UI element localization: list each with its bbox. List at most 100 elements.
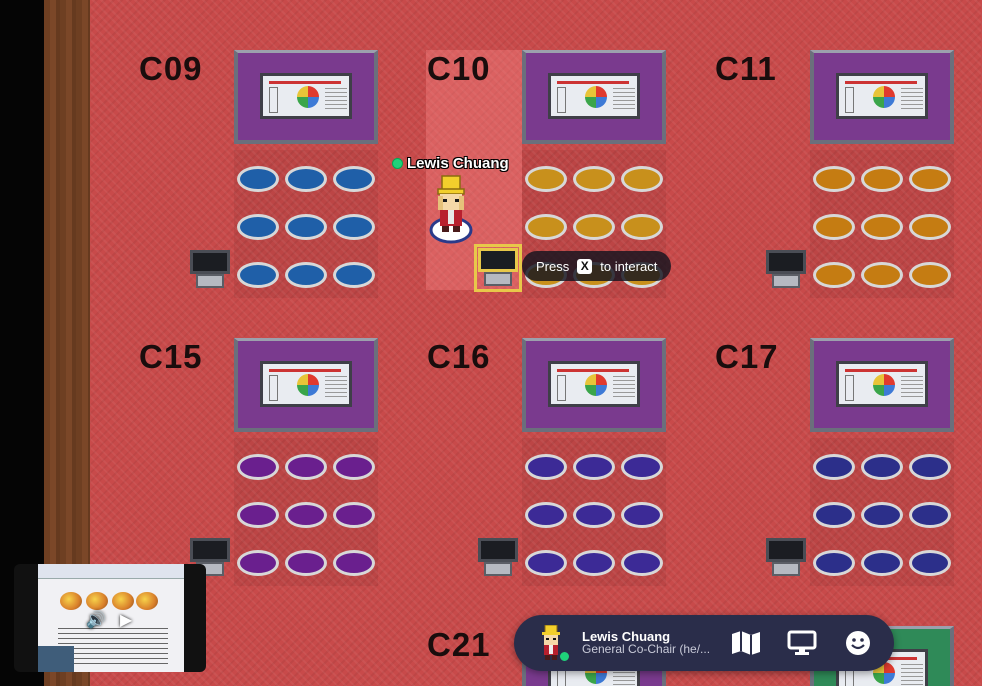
seat-cushion xyxy=(861,502,903,528)
tv-monitor-c16[interactable] xyxy=(478,538,518,578)
seat-cushion xyxy=(813,454,855,480)
status-bar-username[interactable]: Lewis Chuang xyxy=(582,629,671,644)
map-icon[interactable] xyxy=(730,627,762,659)
pie-chart-icon xyxy=(873,86,895,108)
seating-area xyxy=(234,438,378,586)
screen-share-icon[interactable] xyxy=(786,627,818,659)
seat-cushion xyxy=(813,166,855,192)
seat-cushion xyxy=(285,502,327,528)
seat-cushion xyxy=(333,262,375,288)
tv-monitor-c11[interactable] xyxy=(766,250,806,290)
poster-screen xyxy=(548,361,640,407)
seat-cushion xyxy=(285,550,327,576)
interact-press-text: Press xyxy=(536,258,570,274)
user-avatar[interactable] xyxy=(536,625,566,661)
poster-screen xyxy=(548,73,640,119)
seating-area xyxy=(810,438,954,586)
pie-chart-icon xyxy=(585,374,607,396)
booth-label-c16: C16 xyxy=(427,338,491,375)
seat-cushion xyxy=(333,502,375,528)
play-icon[interactable]: ▶ xyxy=(120,612,133,629)
seat-cushion xyxy=(861,262,903,288)
seat-cushion xyxy=(621,166,663,192)
seat-cushion xyxy=(237,502,279,528)
seating-area xyxy=(234,150,378,298)
pie-chart-icon xyxy=(297,86,319,108)
poster-board-c10[interactable] xyxy=(522,50,666,144)
poster-board-c15[interactable] xyxy=(234,338,378,432)
seat-cushion xyxy=(333,454,375,480)
seat-cushion xyxy=(621,214,663,240)
seat-cushion xyxy=(813,550,855,576)
bottom-status-bar: Lewis Chuang General Co-Chair (he/... xyxy=(514,615,894,671)
seat-cushion xyxy=(525,550,567,576)
seat-cushion xyxy=(237,550,279,576)
seat-cushion xyxy=(237,214,279,240)
emoji-icon[interactable] xyxy=(842,627,874,659)
booth-label-c21: C21 xyxy=(427,626,491,663)
poster-screen xyxy=(260,73,352,119)
online-status-icon xyxy=(558,650,571,663)
seat-cushion xyxy=(813,262,855,288)
poster-board-c17[interactable] xyxy=(810,338,954,432)
tv-monitor-c17[interactable] xyxy=(766,538,806,578)
seat-cushion xyxy=(333,550,375,576)
seat-cushion xyxy=(525,502,567,528)
tv-monitor-c09[interactable] xyxy=(190,250,230,290)
tv-monitor-c10[interactable] xyxy=(474,244,522,292)
volume-icon[interactable]: 🔊 xyxy=(86,612,106,629)
seat-cushion xyxy=(525,166,567,192)
seat-cushion xyxy=(573,502,615,528)
poster-board-c09[interactable] xyxy=(234,50,378,144)
seat-cushion xyxy=(285,166,327,192)
seat-cushion xyxy=(573,166,615,192)
seat-cushion xyxy=(333,214,375,240)
seat-cushion xyxy=(861,550,903,576)
x-key-icon: X xyxy=(577,258,593,274)
seat-cushion xyxy=(813,502,855,528)
seating-area xyxy=(810,150,954,298)
seat-cushion xyxy=(573,454,615,480)
poster-board-c16[interactable] xyxy=(522,338,666,432)
seat-cushion xyxy=(621,502,663,528)
poster-board-c11[interactable] xyxy=(810,50,954,144)
seat-cushion xyxy=(909,550,951,576)
pie-chart-icon xyxy=(297,374,319,396)
poster-screen xyxy=(836,73,928,119)
seat-cushion xyxy=(909,214,951,240)
booth-label-c10: C10 xyxy=(427,50,491,87)
booth-label-c09: C09 xyxy=(139,50,203,87)
seat-cushion xyxy=(285,454,327,480)
seat-cushion xyxy=(333,166,375,192)
poster-screen xyxy=(260,361,352,407)
seat-cushion xyxy=(861,214,903,240)
online-status-icon xyxy=(392,158,403,169)
seat-cushion xyxy=(237,166,279,192)
seat-cushion xyxy=(285,214,327,240)
booth-label-c15: C15 xyxy=(139,338,203,375)
seat-cushion xyxy=(525,454,567,480)
seat-cushion xyxy=(909,166,951,192)
seat-cushion xyxy=(237,454,279,480)
seat-cushion xyxy=(909,502,951,528)
pie-chart-icon xyxy=(585,86,607,108)
player-avatar[interactable] xyxy=(428,172,474,244)
status-bar-role[interactable]: General Co-Chair (he/... xyxy=(582,642,711,656)
seating-area xyxy=(522,438,666,586)
pie-chart-icon xyxy=(873,374,895,396)
seat-cushion xyxy=(573,214,615,240)
interact-action-text: to interact xyxy=(600,258,658,274)
seat-cushion xyxy=(861,166,903,192)
seat-cushion xyxy=(909,262,951,288)
seat-cushion xyxy=(621,454,663,480)
seat-cushion xyxy=(861,454,903,480)
seat-cushion xyxy=(909,454,951,480)
booth-label-c17: C17 xyxy=(715,338,779,375)
screenshare-video-tile[interactable]: 🔊 ▶ xyxy=(14,564,206,672)
presenter-camera-thumbnail xyxy=(38,646,74,672)
seat-cushion xyxy=(621,550,663,576)
poster-screen xyxy=(836,361,928,407)
seat-cushion xyxy=(285,262,327,288)
interact-prompt: Press X to interact xyxy=(522,251,672,281)
